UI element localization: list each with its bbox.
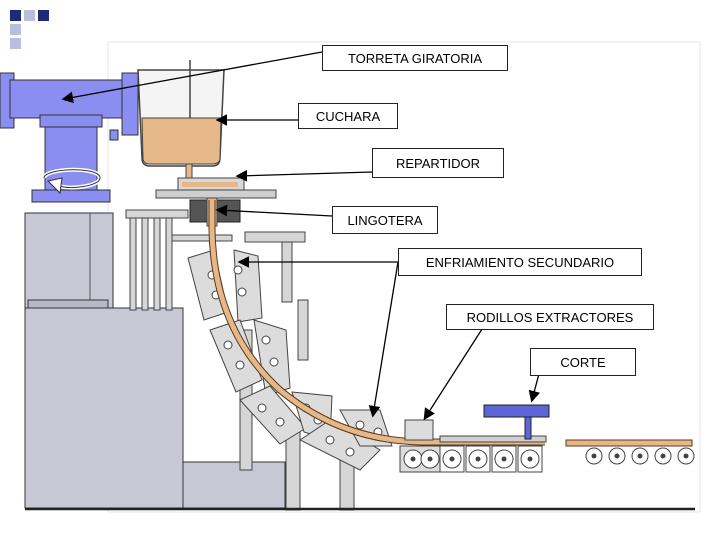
corner-square-navy [38, 10, 49, 21]
arrow-lingotera [215, 204, 333, 217]
label-repartidor: REPARTIDOR [372, 148, 504, 178]
arrow-rodillos [423, 325, 485, 421]
runout-table [565, 439, 695, 465]
corner-square-light [10, 24, 21, 35]
ladle [137, 60, 225, 181]
label-cuchara: CUCHARA [298, 103, 398, 129]
cutter [483, 404, 550, 440]
machine-base [24, 212, 286, 509]
label-lingotera: LINGOTERA [332, 206, 438, 234]
strand-guide [187, 249, 393, 471]
label-rodillos-extractores: RODILLOS EXTRACTORES [446, 304, 654, 330]
arrow-enfriamiento-2 [368, 261, 399, 418]
steel-strand [209, 200, 545, 445]
label-corte: CORTE [530, 348, 636, 376]
label-enfriamiento-secundario: ENFRIAMIENTO SECUNDARIO [398, 248, 642, 276]
arrow-repartidor [235, 169, 373, 182]
withdrawal-rollers [399, 419, 547, 473]
tundish [155, 177, 277, 199]
label-torreta-giratoria: TORRETA GIRATORIA [322, 45, 508, 71]
corner-square-light [10, 38, 21, 49]
arrow-torreta [61, 51, 323, 104]
corner-square-light [24, 10, 35, 21]
corner-square-navy [10, 10, 21, 21]
